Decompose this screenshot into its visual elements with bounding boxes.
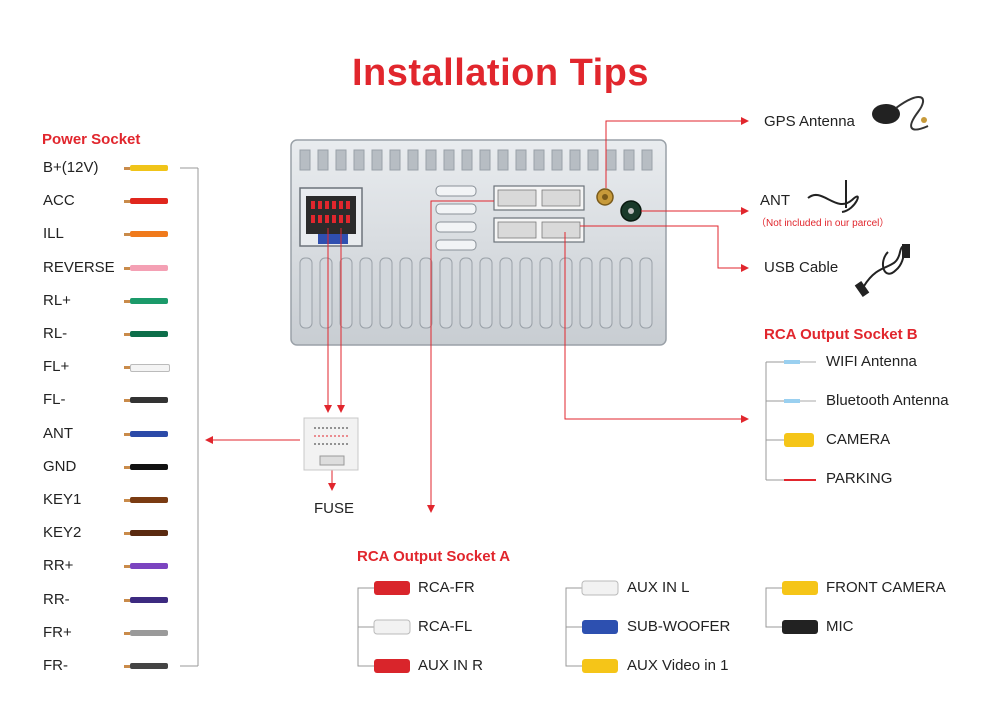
power-wire-row: FL- (40, 390, 200, 410)
wire-tip-icon (124, 266, 130, 270)
fuse-label: FUSE (314, 500, 355, 517)
power-wire-label: RR- (43, 590, 70, 608)
power-wire-row: ILL (40, 224, 200, 244)
power-wire-row: FR- (40, 656, 200, 676)
power-wire-row: RR- (40, 590, 200, 610)
rca-a-item: RCA-FL (418, 618, 473, 635)
power-wire-row: ACC (40, 191, 200, 211)
gps-antenna-label: GPS Antenna (764, 113, 855, 130)
wire-color-bar (130, 629, 168, 636)
power-wire-label: RR+ (43, 557, 74, 575)
wire-color-bar (130, 663, 168, 669)
wire-color-bar (130, 165, 168, 171)
power-wire-label: RL- (43, 325, 68, 342)
power-wire-label: FL- (43, 391, 66, 409)
rca-a-item: AUX Video in 1 (627, 657, 729, 674)
wire-tip-icon (124, 167, 130, 170)
head-unit-rear (290, 139, 667, 346)
rca-a-item: AUX IN L (627, 579, 690, 596)
gps-antenna-icon (872, 96, 929, 131)
wire-tip-icon (124, 366, 130, 370)
rca-a-item: SUB-WOOFER (627, 618, 731, 635)
power-wire-label: REVERSE (43, 258, 115, 276)
power-wire-label: RL+ (43, 291, 71, 309)
ant-label: ANT (760, 192, 790, 209)
power-socket-heading: Power Socket (42, 131, 141, 148)
rca-a-item: FRONT CAMERA (826, 579, 946, 596)
wire-color-bar (130, 397, 168, 404)
wire-tip-icon (124, 299, 130, 303)
rca-b-item: CAMERA (826, 431, 891, 448)
power-wire-row: FL+ (40, 357, 200, 377)
power-wire-row: KEY1 (40, 490, 200, 510)
page-title: Installation Tips (351, 52, 650, 94)
wire-tip-icon (124, 233, 130, 237)
wire-tip-icon (124, 200, 130, 204)
power-wire-row: RR+ (40, 556, 200, 576)
power-wire-row: REVERSE (40, 258, 200, 278)
wire-tip-icon (124, 432, 130, 436)
power-wire-row: GND (40, 457, 200, 477)
wire-tip-icon (124, 598, 130, 602)
ant-cable-icon (807, 180, 859, 213)
power-wire-label: ILL (43, 225, 64, 243)
wire-tip-icon (124, 665, 130, 668)
wire-tip-icon (124, 465, 130, 469)
rca-a-heading: RCA Output Socket A (357, 548, 511, 565)
rca-a-plug-icons (373, 580, 818, 673)
camera-rca-icon (784, 433, 814, 447)
usb-cable-icon (854, 244, 910, 298)
rca-a-item: MIC (826, 618, 854, 635)
rca-b-item: PARKING (826, 470, 893, 487)
power-wire-row: RL+ (40, 291, 200, 311)
wire-tip-icon (124, 399, 130, 403)
wire-color-bar (130, 264, 168, 271)
wire-color-bar (130, 430, 168, 437)
wire-color-bar (130, 331, 168, 337)
fuse-box (303, 417, 359, 471)
wire-color-bar (130, 297, 168, 304)
power-wire-label: FL+ (43, 358, 70, 376)
power-wire-row: RL- (40, 324, 200, 344)
rca-a-item: AUX IN R (418, 657, 484, 674)
power-wire-row: ANT (40, 424, 200, 444)
wire-color-bar (130, 364, 170, 373)
power-wire-label: B+(12V) (43, 159, 99, 176)
wire-tip-icon (124, 333, 130, 336)
power-wire-label: FR+ (43, 623, 72, 641)
power-wire-label: KEY1 (43, 491, 82, 508)
usb-cable-label: USB Cable (764, 259, 839, 276)
wire-tip-icon (124, 499, 130, 502)
rca-b-item: Bluetooth Antenna (826, 392, 949, 409)
rca-b-heading: RCA Output Socket B (764, 326, 918, 343)
wire-color-bar (130, 231, 168, 238)
wire-color-bar (130, 530, 168, 537)
power-wire-row: B+(12V) (40, 158, 200, 178)
power-wire-label: KEY2 (43, 524, 82, 542)
wire-color-bar (130, 198, 168, 205)
power-wire-label: ANT (43, 424, 73, 442)
wire-color-bar (130, 563, 168, 570)
wire-color-bar (130, 497, 168, 503)
ant-note: （Not included in our parcel） (756, 218, 890, 229)
wire-tip-icon (124, 565, 130, 569)
wire-tip-icon (124, 631, 130, 635)
wire-color-bar (130, 596, 168, 603)
power-wire-label: ACC (43, 192, 75, 210)
rca-a-item: RCA-FR (418, 579, 475, 596)
power-wire-row: FR+ (40, 623, 200, 643)
wire-color-bar (130, 463, 168, 470)
rca-b-item: WIFI Antenna (826, 353, 917, 370)
power-wire-row: KEY2 (40, 523, 200, 543)
power-wire-label: FR- (43, 657, 68, 674)
power-wire-label: GND (43, 457, 77, 475)
wire-tip-icon (124, 532, 130, 536)
